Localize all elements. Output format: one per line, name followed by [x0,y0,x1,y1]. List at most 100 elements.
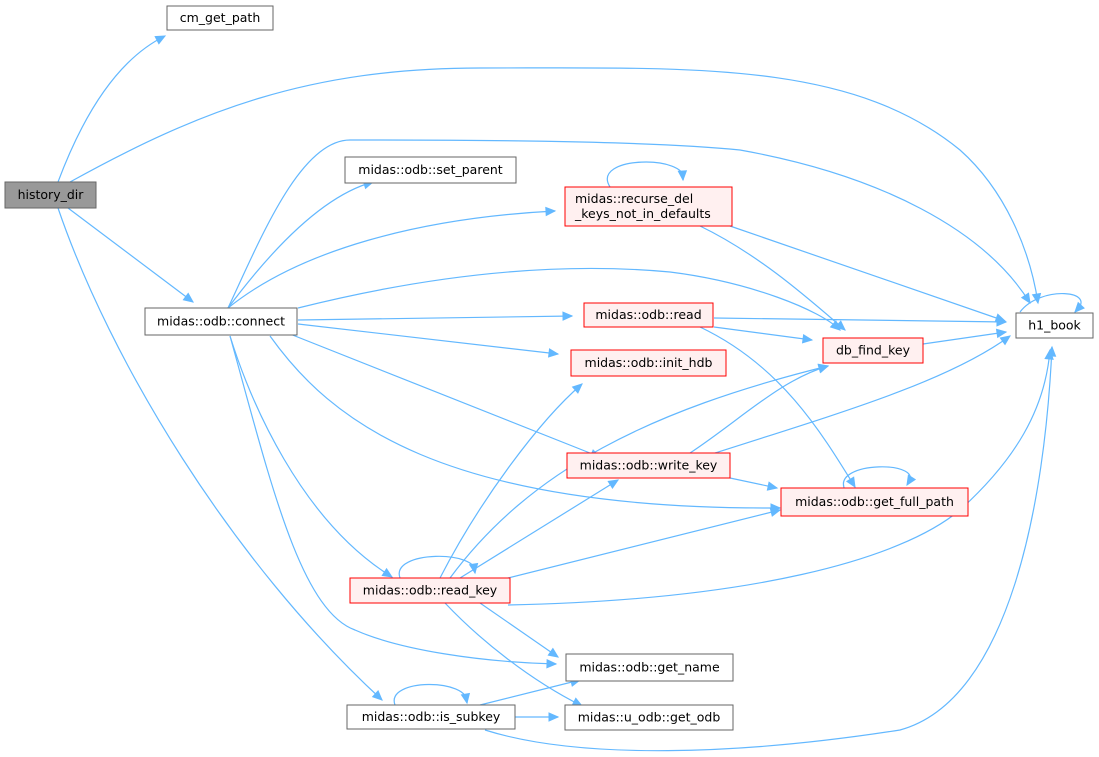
node-label: midas::odb::read [595,307,701,322]
arrowhead [996,317,1008,327]
node-db-find-key[interactable]: db_find_key [822,337,924,364]
node-get-odb[interactable]: midas::u_odb::get_odb [564,704,734,731]
node-box[interactable] [1015,312,1094,339]
node-get-name[interactable]: midas::odb::get_name [565,653,734,682]
node-box[interactable] [4,181,97,209]
node-label: _keys_not_in_defaults [574,206,711,221]
node-box[interactable] [166,5,274,31]
arrowhead [995,328,1008,339]
node-h1-book[interactable]: h1_book [1015,312,1094,339]
edge-read_key-get_full_path [507,509,781,579]
arrowhead [460,692,471,705]
node-box[interactable] [564,186,733,227]
node-read-key[interactable]: midas::odb::read_key [349,577,511,604]
arrowhead [766,481,779,491]
edge-connect-get_full_path [269,335,781,509]
node-label: h1_book [1028,318,1081,333]
arrowhead [1074,301,1085,313]
node-box[interactable] [565,653,734,682]
arrowhead [677,170,688,182]
node-box[interactable] [346,704,516,730]
edge-connect-init_hdb [297,323,559,355]
edge-read-h1_book [713,317,1007,323]
edge-connect-h1_book [227,139,1031,309]
edge-recurse-db_find_key [699,225,846,331]
edge-connect-set_parent [227,181,374,309]
arrowhead [548,712,560,722]
arrowhead [1031,292,1042,305]
arrowhead [817,363,830,373]
node-init-hdb[interactable]: midas::odb::init_hdb [570,349,727,377]
edge-history_dir-h1_book [69,67,1039,304]
node-box[interactable] [349,577,511,604]
edge-is_subkey-is_subkey [393,683,468,706]
node-box[interactable] [566,452,731,479]
edge-connect-read [297,315,573,321]
node-get-full-path[interactable]: midas::odb::get_full_path [780,487,969,517]
edge-read_key-h1_book [507,349,1051,606]
node-box[interactable] [780,487,969,517]
edge-db_find_key-h1_book [922,331,1007,345]
call-edges [57,35,1082,752]
arrowhead [545,206,557,217]
node-label: midas::odb::init_hdb [585,355,713,370]
arrowhead [801,334,814,344]
arrowhead [1020,292,1031,305]
node-box[interactable] [564,704,734,731]
arrowhead [546,658,558,669]
edge-is_subkey-h1_book [484,346,1053,752]
node-label: history_dir [18,187,85,202]
edge-history_dir-is_subkey [57,207,383,701]
edge-is_subkey-get_name [479,679,581,706]
edge-recurse-h1_book [729,225,1006,322]
edge-read_key-get_name [479,602,559,658]
arrowhead [834,320,846,331]
call-nodes: history_dir cm_get_pathmidas::odb::connec… [4,5,1094,731]
node-label: midas::odb::is_subkey [362,709,501,724]
arrowhead [182,292,194,303]
edge-history_dir-connect [67,207,194,303]
node-label: cm_get_path [180,10,261,25]
edge-write_key-h1_book [714,335,1011,454]
arrowhead [562,311,574,321]
node-box[interactable] [583,302,714,328]
node-write-key[interactable]: midas::odb::write_key [566,452,731,479]
node-label: midas::recurse_del [575,191,693,206]
arrowhead [468,562,479,575]
arrowhead [769,507,782,517]
node-cm-get-path[interactable]: cm_get_path [166,5,274,31]
arrowhead [571,383,583,394]
node-read[interactable]: midas::odb::read [583,302,714,328]
node-is-subkey[interactable]: midas::odb::is_subkey [346,704,516,730]
node-box[interactable] [570,349,727,377]
edge-connect-get_name [229,335,557,665]
arrowhead [845,476,856,489]
node-label: midas::odb::read_key [363,583,498,598]
node-label: midas::odb::set_parent [358,162,503,177]
arrowhead [548,348,560,358]
edge-read_key-write_key [459,479,619,579]
node-label: midas::odb::get_name [579,660,720,675]
node-connect[interactable]: midas::odb::connect [144,307,298,336]
node-box[interactable] [144,307,298,336]
arrowhead [371,690,383,701]
arrowhead [906,474,917,487]
edge-connect-write_key [289,333,601,458]
node-box[interactable] [822,337,924,364]
node-set-parent[interactable]: midas::odb::set_parent [344,156,517,184]
node-label: midas::odb::get_full_path [795,494,954,509]
arrowhead [154,35,167,45]
node-box[interactable] [344,156,517,184]
edge-history_dir-cm_get_path [57,35,166,183]
arrowhead [1046,345,1057,357]
edge-write_key-db_find_key [689,365,829,454]
edge-read_key-db_find_key [449,365,829,579]
edge-connect-recurse [227,210,556,309]
node-history-dir[interactable]: history_dir [4,181,97,209]
node-recurse[interactable]: midas::recurse_del_keys_not_in_defaults [564,186,733,227]
arrowhead [381,567,394,578]
edge-recurse-recurse [606,161,684,188]
edge-read-db_find_key [713,326,813,341]
arrowhead [999,335,1012,346]
